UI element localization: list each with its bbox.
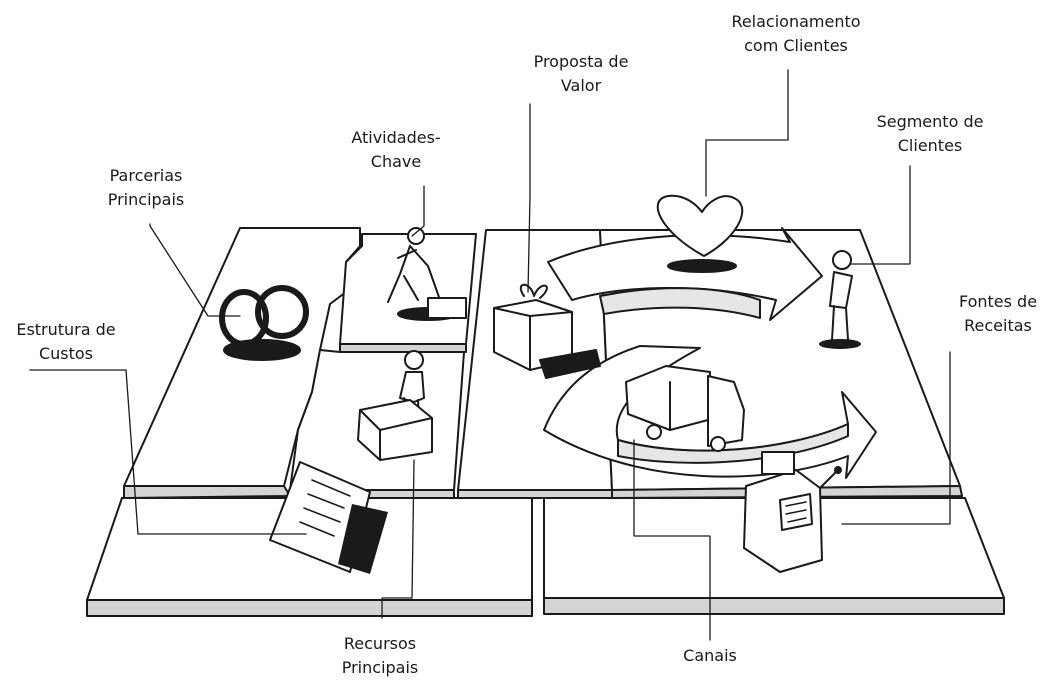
document-icon [269,461,388,574]
label-key-partners: Parcerias Principais [107,166,185,209]
worker-box-icon [357,350,433,461]
truck-icon [625,365,745,452]
gift-box-icon [493,283,601,379]
heart-icon [656,194,744,273]
worker-digging-icon [387,227,467,321]
rings-icon [219,285,309,361]
label-key-activities: Atividades- Chave [351,128,441,171]
label-key-resources: Recursos Principais [341,634,419,677]
label-customer-relationships: Relacionamento com Clientes [731,12,861,55]
customer-person-icon [819,250,861,349]
leader-lines [29,69,951,641]
relationship-arrow [547,227,823,321]
label-value-proposition: Proposta de Valor [533,52,629,95]
label-cost-structure: Estrutura de Custos [16,320,116,363]
label-revenue-streams: Fontes de Receitas [958,292,1038,335]
cash-register-icon [743,451,842,573]
label-channels: Canais [683,646,737,665]
label-customer-segments: Segmento de Clientes [876,112,984,155]
